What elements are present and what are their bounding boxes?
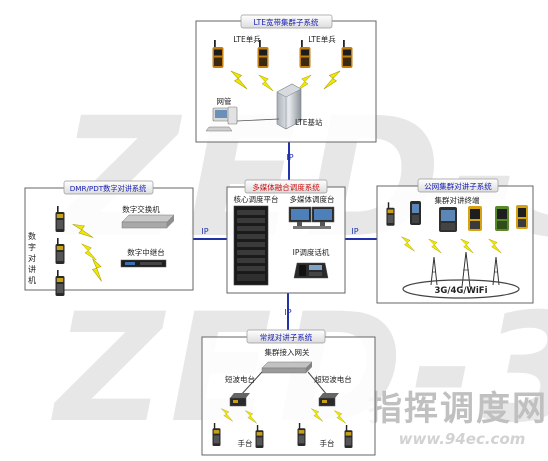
lte-terminal-label-1: LTE单兵: [233, 34, 261, 44]
center-console-label: 多媒体调度台: [290, 194, 335, 204]
center-core-label: 核心调度平台: [234, 194, 279, 204]
public-terminal-6: [516, 205, 528, 229]
svg-text:www.94ec.com: www.94ec.com: [399, 430, 526, 448]
center-ip-phone-icon: [293, 262, 329, 279]
conventional-shortwave-radio-icon: [229, 393, 250, 407]
dmr-switch-label: 数字交换机: [122, 204, 160, 214]
lte-nms-label: 网管: [217, 96, 232, 106]
public-network-ellipse: [402, 279, 520, 299]
dmr-title-tab: [63, 180, 154, 195]
lte-nms-computer-icon: [205, 106, 238, 132]
public-terminals-label: 集群对讲终端: [435, 195, 480, 205]
link-bottom-label: IP: [284, 308, 291, 317]
lte-nms-link: [236, 118, 280, 122]
link-top-label: IP: [286, 153, 293, 162]
dmr-title: DMR/PDT数字对讲系统: [70, 184, 147, 193]
public-subsystem: 公网集群对讲子系统 集群对讲终端: [376, 178, 534, 304]
conventional-shortwave-label: 短波电台: [225, 374, 255, 384]
lte-subsystem: LTE宽带集群子系统 LTE单兵 LTE单兵 LTE基站 网管: [195, 14, 377, 143]
conventional-title-tab: [246, 329, 326, 344]
public-tower-icon-3: [492, 256, 500, 286]
public-terminal-5: [495, 206, 509, 231]
center-title: 多媒体融合调度系统: [252, 182, 320, 192]
conventional-gateway-label: 集群接入网关: [265, 347, 310, 357]
lte-title-tab: [240, 14, 333, 29]
center-server-rack-icon: [233, 205, 269, 286]
public-title: 公网集群对讲子系统: [424, 181, 492, 191]
dmr-box: [24, 187, 194, 291]
dmr-switch-icon: [121, 214, 175, 229]
center-title-tab: [244, 179, 328, 194]
conventional-gateway-link-left: [239, 371, 263, 397]
public-title-tab: [417, 178, 499, 193]
conventional-ultrashort-radio-icon: [318, 393, 339, 407]
conventional-handset-label-1: 手台: [238, 438, 253, 448]
lte-title: LTE宽带集群子系统: [254, 17, 319, 27]
watermark-site: 指挥调度网 www.94ec.com: [368, 389, 548, 448]
conventional-subsystem: 常规对讲子系统 集群接入网关 短波电台 超短波电台 手台 手台: [201, 329, 376, 456]
link-left-label: IP: [201, 227, 208, 236]
conventional-ultrashort-label: 超短波电台: [314, 374, 352, 384]
conventional-gateway-icon: [261, 361, 313, 374]
dmr-repeater-icon: [120, 259, 167, 268]
lte-base-station-icon: [276, 83, 302, 130]
public-terminal-4: [468, 206, 482, 231]
dmr-handsets-label: 数字对讲机: [28, 231, 37, 287]
lte-base-station-label: LTE基站: [295, 117, 323, 127]
center-console-icon: [288, 206, 335, 229]
public-tower-icon-2: [461, 251, 471, 288]
public-network-label: 3G/4G/WiFi: [434, 286, 487, 296]
svg-text:指挥调度网: 指挥调度网: [368, 389, 548, 429]
conventional-handset-label-2: 手台: [320, 438, 335, 448]
center-ip-phone-label: IP调度话机: [293, 247, 330, 257]
center-subsystem: 多媒体融合调度系统 核心调度平台 多媒体调度台 IP调度话机: [226, 179, 346, 294]
lte-terminal-label-2: LTE单兵: [308, 34, 336, 44]
conventional-gateway-link-right: [307, 371, 329, 397]
conventional-title: 常规对讲子系统: [260, 332, 313, 342]
public-terminal-2: [410, 201, 421, 225]
dmr-subsystem: DMR/PDT数字对讲系统 数字对讲机 数字交换机 数字中继台: [24, 180, 194, 296]
link-right-label: IP: [351, 227, 358, 236]
dmr-repeater-label: 数字中继台: [127, 247, 165, 257]
public-terminal-3: [439, 207, 457, 232]
